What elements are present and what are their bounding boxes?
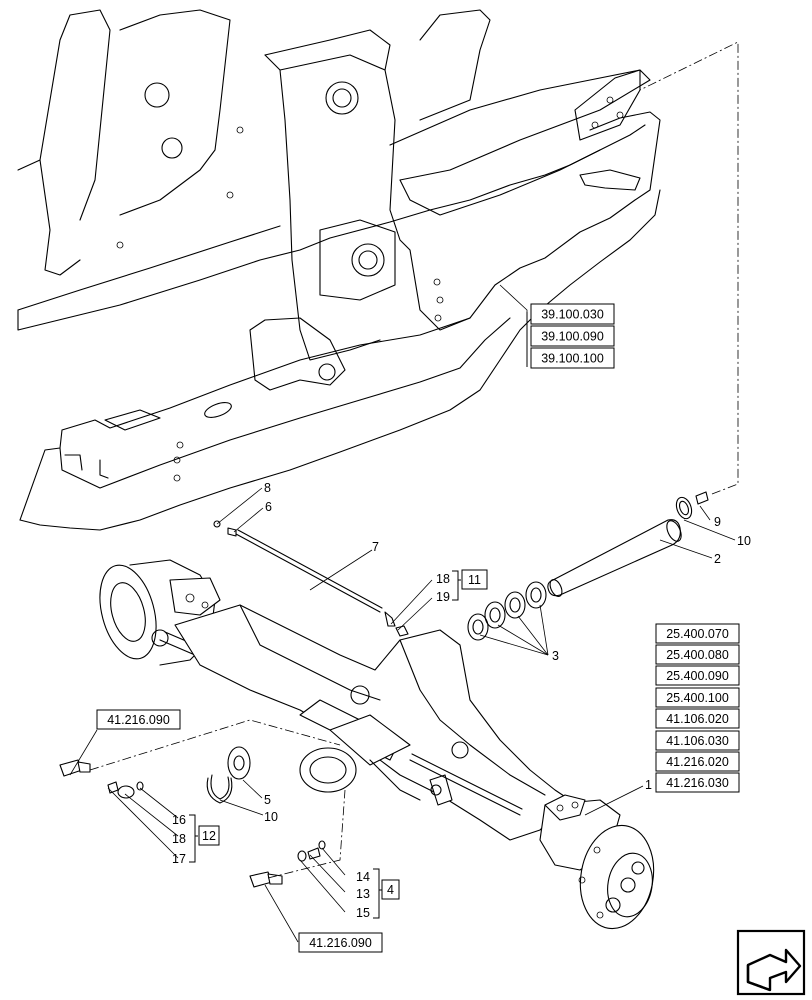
kit-box-12[interactable]: 12 bbox=[198, 825, 220, 846]
kit-box-4-label: 4 bbox=[387, 883, 394, 897]
callout-5: 5 bbox=[264, 793, 271, 807]
ref-axle-2[interactable]: 25.400.090 bbox=[655, 665, 740, 686]
ref-axle-4-label: 41.106.020 bbox=[666, 712, 729, 726]
grease-line bbox=[213, 520, 409, 637]
callout-16: 16 bbox=[172, 813, 186, 827]
ref-axle-7-label: 41.216.030 bbox=[666, 776, 729, 790]
kit-bracket-4 bbox=[373, 868, 382, 919]
circlip-10 bbox=[206, 774, 233, 804]
grease-fitting-bottom bbox=[249, 840, 326, 888]
callout-3: 3 bbox=[552, 649, 559, 663]
ref-axle-0[interactable]: 25.400.070 bbox=[655, 623, 740, 644]
kit-bracket-11 bbox=[452, 570, 461, 601]
ref-axle-1[interactable]: 25.400.080 bbox=[655, 644, 740, 665]
callout-10-pin: 10 bbox=[737, 534, 751, 548]
callout-18-line: 18 bbox=[436, 572, 450, 586]
callout-1: 1 bbox=[645, 778, 652, 792]
leader-lines bbox=[69, 284, 736, 943]
ref-frame-1[interactable]: 39.100.090 bbox=[530, 325, 615, 347]
callout-19: 19 bbox=[436, 590, 450, 604]
chassis-frame bbox=[17, 9, 661, 531]
ref-frame-1-label: 39.100.090 bbox=[541, 330, 604, 344]
ref-fitting-bottom[interactable]: 41.216.090 bbox=[298, 932, 383, 953]
callout-6: 6 bbox=[265, 500, 272, 514]
next-page-arrow-icon[interactable] bbox=[736, 929, 806, 996]
grease-fitting-top bbox=[59, 759, 144, 799]
pin-washer-10 bbox=[675, 496, 693, 520]
shim-washers-3 bbox=[467, 581, 547, 641]
kit-box-11-label: 11 bbox=[468, 573, 481, 587]
callout-8: 8 bbox=[264, 481, 271, 495]
ref-axle-5[interactable]: 41.106.030 bbox=[655, 730, 740, 751]
callout-13: 13 bbox=[356, 887, 370, 901]
ref-frame-0-label: 39.100.030 bbox=[541, 308, 604, 322]
front-axle bbox=[99, 559, 655, 930]
ref-axle-7[interactable]: 41.216.030 bbox=[655, 772, 740, 793]
ref-fitting-top[interactable]: 41.216.090 bbox=[96, 709, 181, 730]
ref-frame-2-label: 39.100.100 bbox=[541, 352, 604, 366]
ref-frame-2[interactable]: 39.100.100 bbox=[530, 347, 615, 369]
ref-axle-2-label: 25.400.090 bbox=[666, 669, 729, 683]
pin-bolt-9 bbox=[695, 491, 709, 505]
callout-18-fitting: 18 bbox=[172, 832, 186, 846]
kit-box-4[interactable]: 4 bbox=[381, 879, 400, 900]
ref-fitting-bottom-label: 41.216.090 bbox=[309, 936, 372, 950]
center-lines bbox=[89, 41, 739, 879]
ref-axle-1-label: 25.400.080 bbox=[666, 648, 729, 662]
ref-frame-0[interactable]: 39.100.030 bbox=[530, 303, 615, 325]
ref-axle-6-label: 41.216.020 bbox=[666, 755, 729, 769]
callout-2: 2 bbox=[714, 552, 721, 566]
callout-17: 17 bbox=[172, 852, 186, 866]
kit-box-11[interactable]: 11 bbox=[461, 569, 488, 590]
callout-10-clip: 10 bbox=[264, 810, 278, 824]
thrust-washer-5 bbox=[227, 746, 251, 780]
kit-bracket-12 bbox=[189, 814, 198, 863]
callout-14: 14 bbox=[356, 870, 370, 884]
ref-fitting-top-label: 41.216.090 bbox=[107, 713, 170, 727]
ref-axle-3-label: 25.400.100 bbox=[666, 691, 729, 705]
callout-15: 15 bbox=[356, 906, 370, 920]
ref-axle-6[interactable]: 41.216.020 bbox=[655, 751, 740, 772]
ref-axle-0-label: 25.400.070 bbox=[666, 627, 729, 641]
pivot-pin bbox=[547, 519, 682, 597]
kit-box-12-label: 12 bbox=[202, 829, 216, 843]
ref-axle-4[interactable]: 41.106.020 bbox=[655, 708, 740, 729]
callout-9: 9 bbox=[714, 515, 721, 529]
ref-axle-3[interactable]: 25.400.100 bbox=[655, 687, 740, 708]
callout-7: 7 bbox=[372, 540, 379, 554]
ref-axle-5-label: 41.106.030 bbox=[666, 734, 729, 748]
